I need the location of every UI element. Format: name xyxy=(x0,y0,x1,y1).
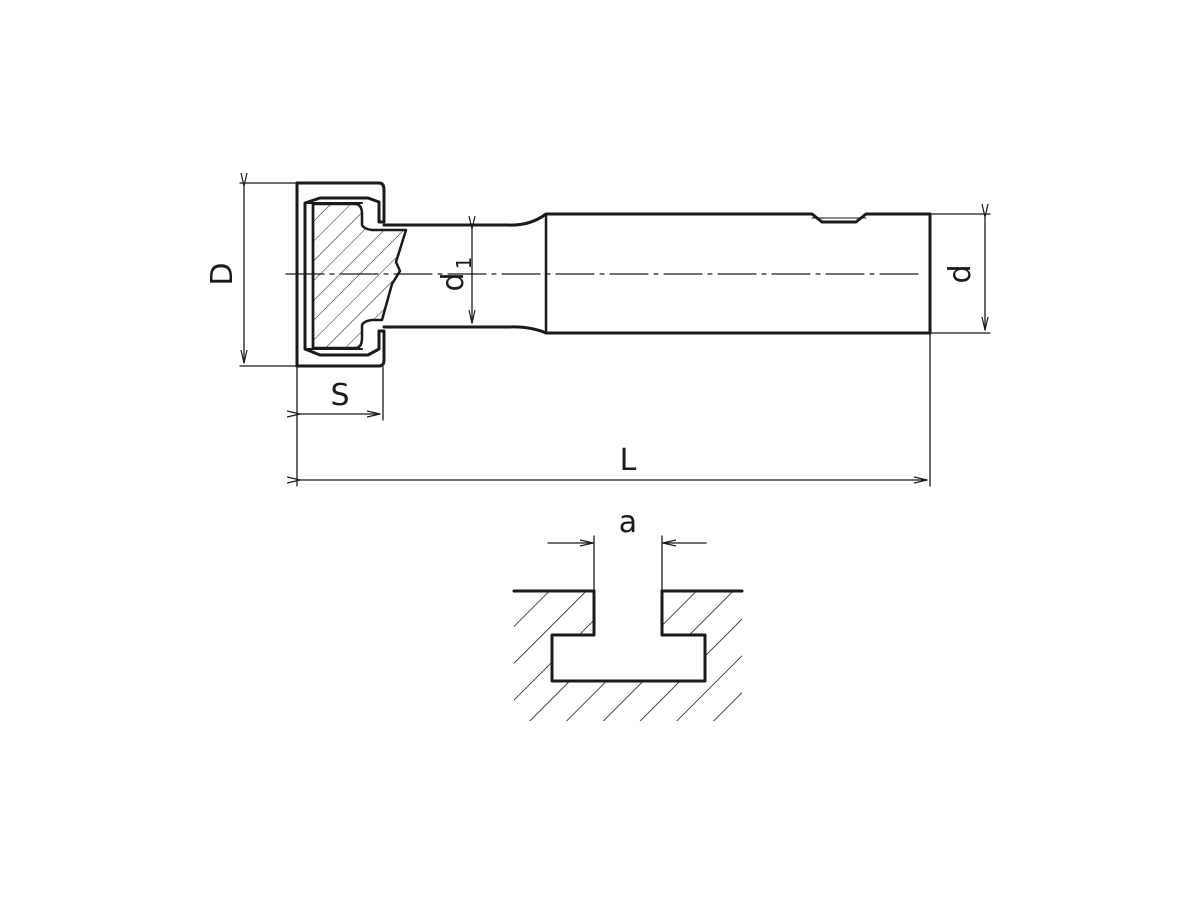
workpiece-hatch xyxy=(514,591,742,721)
label-S: S xyxy=(330,378,349,413)
cutter-view xyxy=(239,183,991,487)
label-d1: d 1 xyxy=(436,257,476,292)
label-d: d xyxy=(943,264,978,283)
dimension-L xyxy=(297,333,931,487)
label-d1-subscript: 1 xyxy=(452,257,476,270)
t-slot-view xyxy=(512,535,744,721)
dimension-D xyxy=(239,183,297,367)
label-D: D xyxy=(205,262,240,285)
neck-lower-contour xyxy=(382,325,932,335)
head-section-hatch xyxy=(311,202,408,350)
label-d1-main: d xyxy=(436,272,471,291)
dimension-a xyxy=(547,535,707,591)
dimension-S xyxy=(297,366,384,421)
dimension-d xyxy=(930,214,991,334)
label-L: L xyxy=(620,443,637,478)
label-a: a xyxy=(619,505,637,540)
neck-upper-contour xyxy=(382,212,932,227)
t-slot-contour xyxy=(550,589,707,683)
